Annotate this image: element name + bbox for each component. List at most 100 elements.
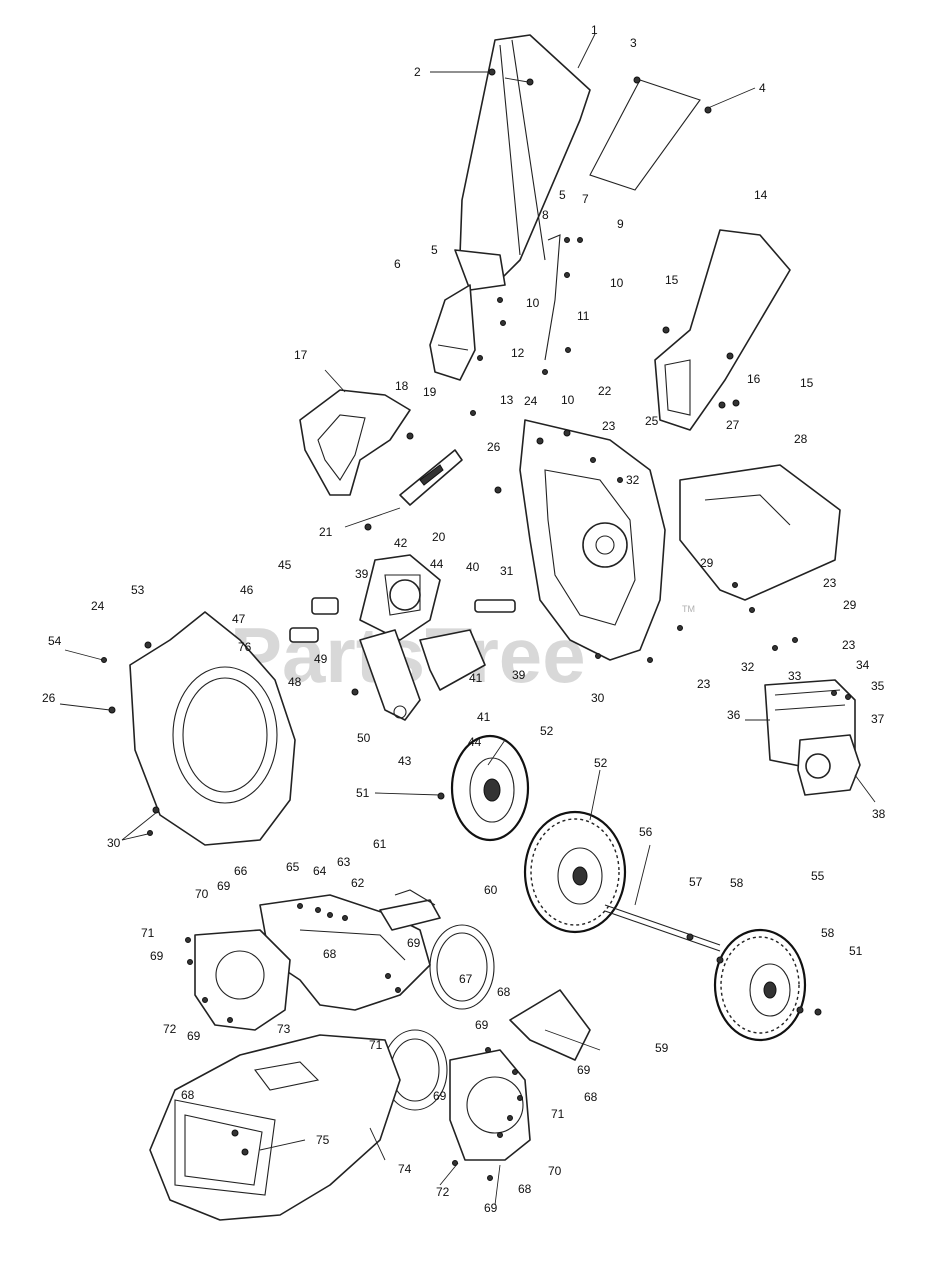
callout-52: 52 [594,756,608,770]
callout-69: 69 [475,1018,489,1032]
callout-15: 15 [800,376,814,390]
callout-30: 30 [591,691,605,705]
callout-7: 7 [582,192,589,206]
callout-69: 69 [577,1063,591,1077]
callout-56: 56 [639,825,653,839]
callout-20: 20 [432,530,446,544]
callout-23: 23 [602,419,616,433]
shredder-blade [399,449,463,506]
engine-pulley-assembly [797,734,861,796]
callout-46: 46 [240,583,254,597]
skid-plate [509,989,591,1061]
callout-52: 52 [540,724,554,738]
callout-17: 17 [294,348,308,362]
discharge-chute-lower [429,284,476,381]
callout-69: 69 [217,879,231,893]
callout-16: 16 [747,372,761,386]
impeller-arm [359,629,486,721]
callout-30: 30 [107,836,121,850]
large-wheel-right [713,928,807,1042]
callout-24: 24 [524,394,538,408]
callout-27: 27 [726,418,740,432]
housing-backplate [519,419,666,661]
callout-10: 10 [561,393,575,407]
callout-11: 11 [577,309,590,323]
chute-adapter [654,229,791,431]
callout-43: 43 [398,754,412,768]
callout-69: 69 [187,1029,201,1043]
callout-68: 68 [518,1182,532,1196]
gasket-ring [429,924,495,1010]
impeller-assembly [359,554,441,641]
callout-10: 10 [526,296,540,310]
callout-65: 65 [286,860,300,874]
callout-21: 21 [319,525,333,539]
callout-49: 49 [314,652,328,666]
callout-15: 15 [665,273,679,287]
large-wheel-left [523,810,627,934]
callout-71: 71 [141,926,155,940]
callout-37: 37 [871,712,885,726]
callout-3: 3 [630,36,637,50]
callout-73: 73 [277,1022,291,1036]
callout-4: 4 [759,81,766,95]
callout-71: 71 [369,1038,383,1052]
callout-55: 55 [811,869,825,883]
callout-26: 26 [42,691,56,705]
right-side-cover [449,1049,531,1161]
callout-67: 67 [459,972,473,986]
callout-51: 51 [849,944,863,958]
callout-60: 60 [484,883,498,897]
callout-28: 28 [794,432,808,446]
callout-23: 23 [842,638,856,652]
callout-23: 23 [697,677,711,691]
callout-69: 69 [484,1201,498,1215]
callout-48: 48 [288,675,302,689]
front-housing [129,611,296,846]
callout-14: 14 [754,188,768,202]
callout-36: 36 [727,708,741,722]
callout-69: 69 [407,936,421,950]
callout-59: 59 [655,1041,669,1055]
callout-41: 41 [477,710,491,724]
callout-40: 40 [466,560,480,574]
callout-64: 64 [313,864,327,878]
callout-29: 29 [843,598,857,612]
impeller-housing-cover [299,389,411,496]
callout-9: 9 [617,217,624,231]
callout-33: 33 [788,669,802,683]
callout-72: 72 [163,1022,177,1036]
callout-5: 5 [559,188,566,202]
callout-68: 68 [584,1090,598,1104]
callout-76: 76 [238,640,252,654]
callout-58: 58 [821,926,835,940]
callout-58: 58 [730,876,744,890]
callout-6: 6 [394,257,401,271]
callout-51: 51 [356,786,370,800]
callout-2: 2 [414,65,421,79]
callout-18: 18 [395,379,409,393]
callout-74: 74 [398,1162,412,1176]
callout-62: 62 [351,876,365,890]
callout-26: 26 [487,440,501,454]
callout-41: 41 [469,671,483,685]
callout-labels: 1 2 3 4 5 7 8 9 14 5 10 6 10 15 11 12 16… [42,23,886,1215]
chute-deflector-plate [589,79,701,191]
callout-68: 68 [181,1088,195,1102]
watermark-tm: TM [682,604,695,614]
callout-13: 13 [500,393,514,407]
callout-35: 35 [871,679,885,693]
callout-69: 69 [150,949,164,963]
callout-75: 75 [316,1133,330,1147]
callout-22: 22 [598,384,612,398]
callout-61: 61 [373,837,387,851]
callout-42: 42 [394,536,408,550]
callout-32: 32 [741,660,755,674]
callout-53: 53 [131,583,145,597]
callout-63: 63 [337,855,351,869]
callout-39: 39 [512,668,526,682]
callout-68: 68 [497,985,511,999]
callout-66: 66 [234,864,248,878]
callout-70: 70 [195,887,209,901]
